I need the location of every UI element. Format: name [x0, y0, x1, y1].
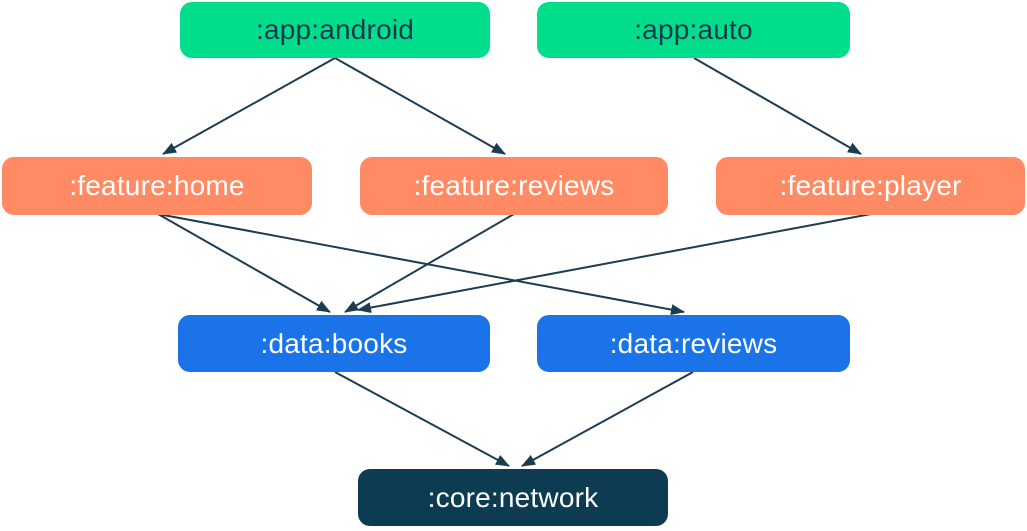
- node-label: :app:auto: [634, 14, 753, 45]
- edge-data-books-to-core-network: [334, 371, 510, 467]
- node-feature-home: :feature:home: [2, 157, 312, 215]
- node-label: :feature:player: [779, 170, 962, 201]
- node-feature-player: :feature:player: [716, 157, 1025, 215]
- edge-feature-home-to-data-books: [157, 213, 331, 313]
- node-label: :core:network: [427, 481, 599, 513]
- edge-feature-home-to-data-reviews: [157, 213, 685, 316]
- edge-feature-reviews-to-data-books: [344, 213, 515, 313]
- node-core-network: :core:network: [358, 469, 668, 526]
- node-label: :feature:home: [69, 170, 245, 201]
- edge-app-android-to-feature-home: [162, 57, 336, 155]
- edge-data-reviews-to-core-network: [521, 371, 694, 467]
- edge-app-android-to-feature-reviews: [334, 57, 506, 155]
- edge-feature-player-to-data-books: [357, 213, 872, 314]
- node-label: :app:android: [255, 14, 415, 45]
- node-feature-reviews: :feature:reviews: [360, 157, 668, 215]
- node-label: :data:reviews: [609, 327, 778, 359]
- node-data-reviews: :data:reviews: [537, 315, 850, 372]
- node-app-android: :app:android: [180, 2, 490, 58]
- node-app-auto: :app:auto: [537, 2, 850, 58]
- node-label: :feature:reviews: [413, 170, 615, 201]
- node-data-books: :data:books: [178, 315, 490, 372]
- edge-app-auto-to-feature-player: [693, 57, 862, 155]
- node-label: :data:books: [260, 327, 408, 359]
